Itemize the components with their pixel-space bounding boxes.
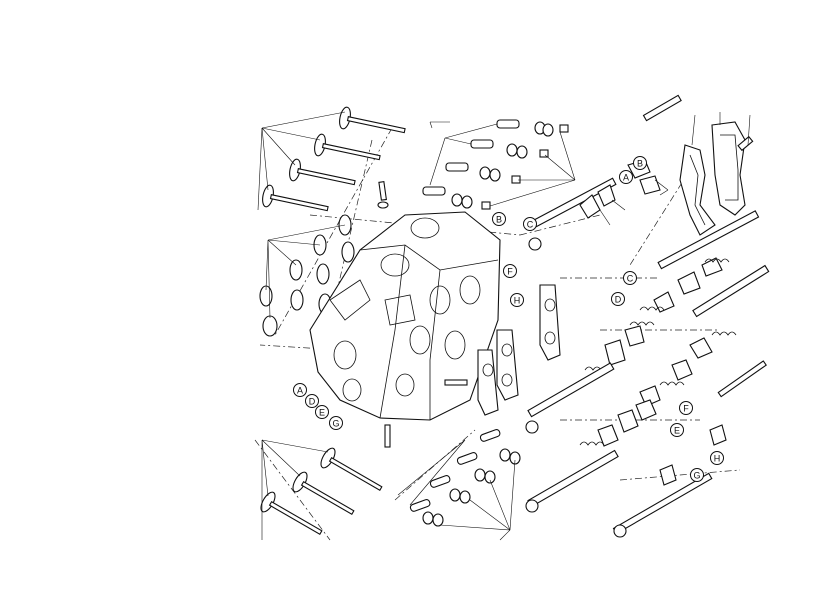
callout-b: B	[633, 156, 647, 170]
valves-upper	[257, 106, 406, 212]
callout-letter: H	[714, 454, 721, 464]
callout-circle	[619, 170, 633, 184]
cam-cover-gaskets	[679, 112, 754, 236]
callout-circle	[305, 394, 319, 408]
callout-d: D	[305, 394, 319, 408]
callout-g: G	[690, 468, 704, 482]
callout-c: C	[623, 271, 637, 285]
callout-letter: A	[623, 173, 629, 183]
callout-circle	[492, 212, 506, 226]
camshaft-upper	[528, 177, 626, 251]
callout-a: A	[293, 383, 307, 397]
valve-keepers-lower	[397, 429, 521, 541]
callout-circle	[623, 271, 637, 285]
callout-letter: F	[507, 267, 513, 277]
callout-circle	[503, 264, 517, 278]
callout-letter: D	[309, 397, 316, 407]
callout-circle	[710, 451, 724, 465]
callout-letter: G	[332, 419, 339, 429]
valves-lower	[260, 439, 383, 540]
callout-circle	[679, 401, 693, 415]
callout-letter: A	[297, 386, 303, 396]
camshaft-right-middle	[659, 264, 770, 386]
camshaft-lower-right	[612, 360, 767, 538]
callout-f: F	[679, 401, 693, 415]
callout-letter: C	[627, 274, 634, 284]
callout-letter: F	[683, 404, 689, 414]
callout-letter: E	[319, 408, 325, 418]
callout-e: E	[315, 405, 329, 419]
callout-letter: B	[637, 159, 643, 169]
callout-e: E	[670, 423, 684, 437]
callout-circle	[329, 416, 343, 430]
callout-circle	[690, 468, 704, 482]
callout-a: A	[619, 170, 633, 184]
rocker-arms-lower-middle	[579, 399, 657, 447]
callout-g: G	[329, 416, 343, 430]
callout-f: F	[503, 264, 517, 278]
callout-circle	[315, 405, 329, 419]
camshaft-lower	[525, 449, 619, 513]
camshaft-right-upper	[639, 210, 760, 313]
callout-circle	[633, 156, 647, 170]
rocker-arms-upper	[627, 94, 682, 196]
valve-keepers-upper	[422, 119, 576, 210]
camshaft-lower-middle	[525, 362, 615, 434]
callout-h: H	[710, 451, 724, 465]
callout-circle	[523, 217, 537, 231]
bolt-small	[377, 181, 389, 209]
callout-letter: G	[693, 471, 700, 481]
callout-circle	[611, 292, 625, 306]
callout-letter: D	[615, 295, 622, 305]
callout-circle	[670, 423, 684, 437]
callout-c: C	[523, 217, 537, 231]
rocker-arms-middle	[584, 321, 661, 407]
callout-letter: E	[674, 426, 680, 436]
cylinder-head	[309, 211, 501, 448]
callout-h: H	[510, 293, 524, 307]
callout-letter: C	[527, 220, 534, 230]
callout-d: D	[611, 292, 625, 306]
callout-circle	[510, 293, 524, 307]
callout-circle	[293, 383, 307, 397]
callout-letter: B	[496, 215, 502, 225]
callout-letter: H	[514, 296, 521, 306]
cam-caps	[444, 284, 561, 416]
callout-b: B	[492, 212, 506, 226]
